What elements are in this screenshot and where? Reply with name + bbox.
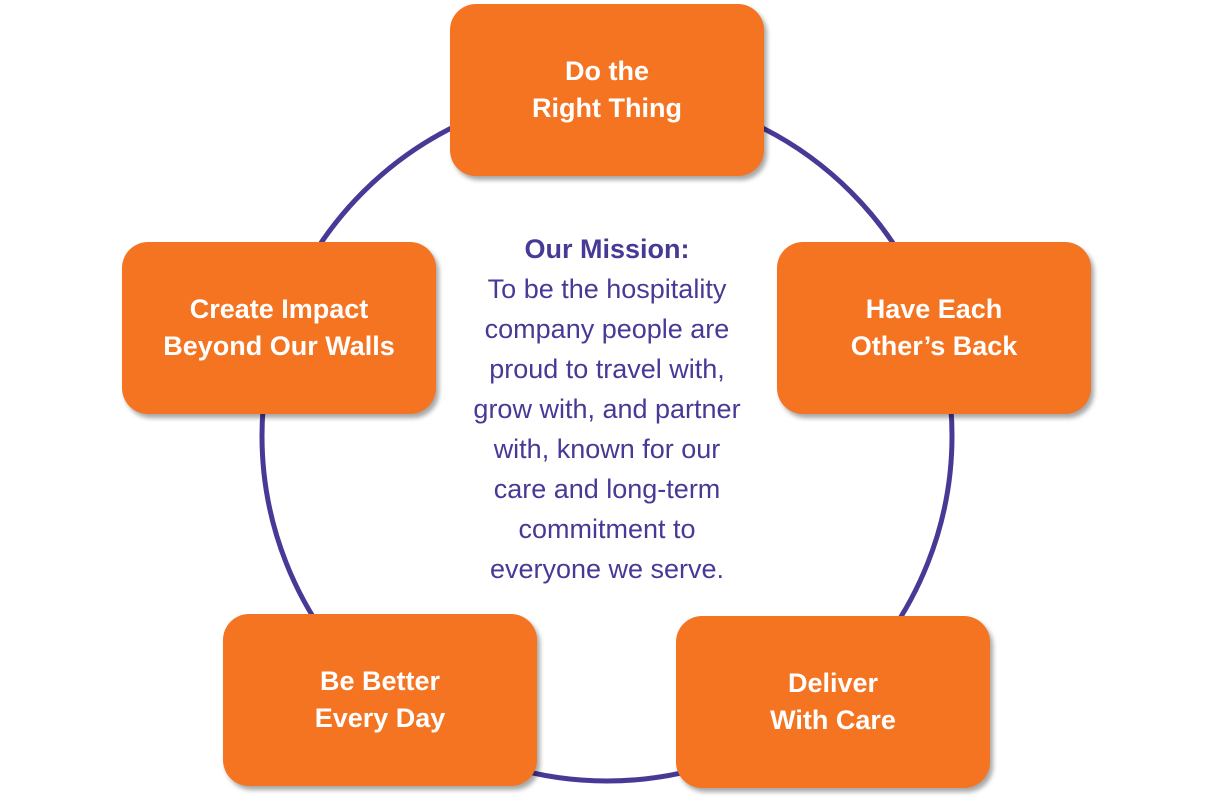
value-create-impact-beyond-our-walls: Create Impact Beyond Our Walls	[122, 242, 436, 414]
value-have-each-others-back: Have Each Other’s Back	[777, 242, 1091, 414]
value-do-the-right-thing: Do the Right Thing	[450, 4, 764, 176]
value-deliver-with-care: Deliver With Care	[676, 616, 990, 788]
value-label-line: Deliver	[787, 668, 879, 698]
mission-statement: Our Mission: To be the hospitality compa…	[432, 229, 782, 589]
value-label-line: Beyond Our Walls	[163, 331, 395, 361]
mission-title: Our Mission:	[524, 234, 690, 264]
value-label-line: Create Impact	[189, 294, 369, 324]
mission-line: company people are	[484, 314, 730, 344]
mission-line: care and long-term	[493, 474, 721, 504]
mission-line: everyone we serve.	[489, 554, 725, 584]
value-label-line: Do the	[565, 56, 649, 86]
mission-line: proud to travel with,	[489, 354, 725, 384]
value-label-line: Every Day	[314, 703, 446, 733]
mission-line: To be the hospitality	[487, 274, 727, 304]
value-label-line: With Care	[770, 705, 896, 735]
mission-line: grow with, and partner	[473, 394, 741, 424]
value-label-line: Right Thing	[532, 93, 682, 123]
mission-line: with, known for our	[493, 434, 721, 464]
mission-line: commitment to	[518, 514, 696, 544]
value-label-line: Be Better	[319, 666, 441, 696]
value-label-line: Other’s Back	[850, 331, 1018, 361]
value-label-line: Have Each	[865, 294, 1003, 324]
value-be-better-every-day: Be Better Every Day	[223, 614, 537, 786]
